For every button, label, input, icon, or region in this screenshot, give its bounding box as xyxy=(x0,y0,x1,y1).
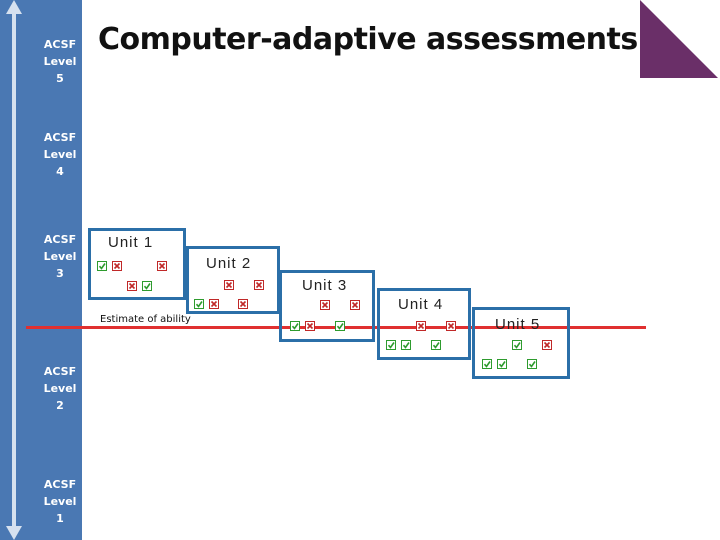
checkbox-tick-icon xyxy=(97,258,107,271)
arrow-up-icon xyxy=(6,0,22,14)
level-3-label: ACSF Level 3 xyxy=(43,233,77,280)
level-1-label: ACSF Level 1 xyxy=(43,478,77,525)
checkbox-tick-icon xyxy=(401,337,411,350)
checkbox-cross-icon xyxy=(127,278,137,291)
unit-1-label: Unit 1 xyxy=(108,234,154,251)
unit-5-label: Unit 5 xyxy=(495,316,541,333)
checkbox-cross-icon xyxy=(112,258,122,271)
checkbox-tick-icon xyxy=(497,356,507,369)
unit-4-label: Unit 4 xyxy=(398,296,444,313)
ability-axis-bar: ACSF Level 5 ACSF Level 4 ACSF Level 3 A… xyxy=(0,0,82,540)
corner-decoration xyxy=(640,0,718,78)
checkbox-tick-icon xyxy=(431,337,441,350)
checkbox-tick-icon xyxy=(290,318,300,331)
checkbox-tick-icon xyxy=(142,278,152,291)
unit-3-label: Unit 3 xyxy=(302,277,348,294)
checkbox-cross-icon xyxy=(224,277,234,290)
unit-4-box xyxy=(377,288,471,360)
checkbox-cross-icon xyxy=(209,296,219,309)
checkbox-cross-icon xyxy=(305,318,315,331)
checkbox-tick-icon xyxy=(335,318,345,331)
unit-2-box xyxy=(186,246,280,314)
unit-2-label: Unit 2 xyxy=(206,255,252,272)
level-4-label: ACSF Level 4 xyxy=(43,131,77,178)
checkbox-cross-icon xyxy=(254,277,264,290)
level-5-label: ACSF Level 5 xyxy=(43,38,77,85)
axis-line xyxy=(12,8,16,532)
checkbox-cross-icon xyxy=(157,258,167,271)
checkbox-cross-icon xyxy=(416,318,426,331)
corner-triangle xyxy=(640,0,718,78)
unit-5-box xyxy=(472,307,570,379)
checkbox-tick-icon xyxy=(527,356,537,369)
level-2-label: ACSF Level 2 xyxy=(43,365,77,412)
unit-3-box xyxy=(279,270,375,342)
arrow-down-icon xyxy=(6,526,22,540)
checkbox-cross-icon xyxy=(320,297,330,310)
checkbox-cross-icon xyxy=(542,337,552,350)
checkbox-tick-icon xyxy=(386,337,396,350)
checkbox-tick-icon xyxy=(194,296,204,309)
checkbox-cross-icon xyxy=(350,297,360,310)
checkbox-cross-icon xyxy=(238,296,248,309)
checkbox-tick-icon xyxy=(482,356,492,369)
checkbox-cross-icon xyxy=(446,318,456,331)
unit-1-box xyxy=(88,228,186,300)
slide-title: Computer-adaptive assessments xyxy=(98,22,638,57)
checkbox-tick-icon xyxy=(512,337,522,350)
ability-label: Estimate of ability xyxy=(100,314,191,325)
